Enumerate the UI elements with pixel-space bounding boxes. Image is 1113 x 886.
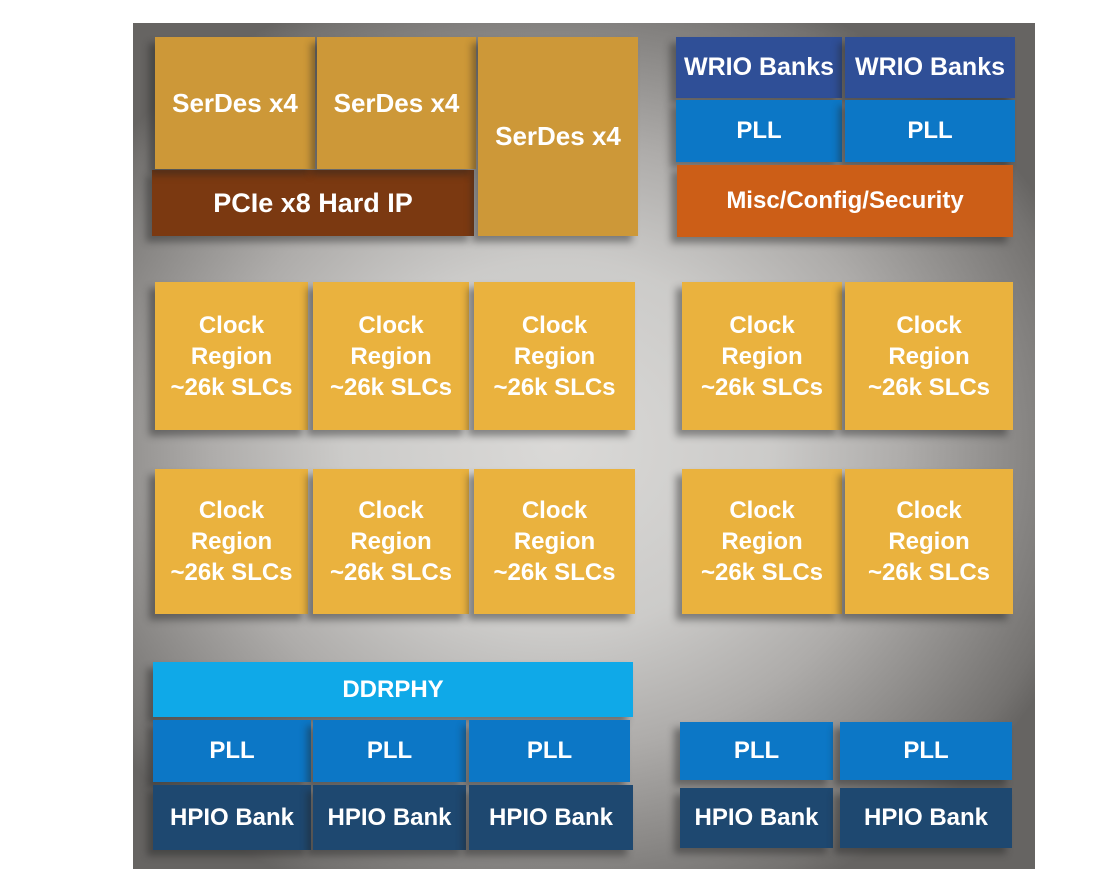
block-label: ~26k SLCs [867,559,991,586]
block-label: SerDes x4 [172,87,298,118]
block-label: PLL [736,117,782,144]
block-label: Clock [521,311,588,339]
block-label: HPIO Bank [327,803,452,831]
clock-region-block-left-r1c1: Clock Region ~26k SLCs [155,282,308,430]
block-label: HPIO Bank [488,803,614,831]
block-label: Region [190,342,273,370]
block-label: Region [721,528,803,555]
block-label: ~26k SLCs [329,373,453,401]
hpio-bank-block-bottom-left-1: HPIO Bank [153,785,311,850]
clock-region-block-left-r2c3: Clock Region ~26k SLCs [474,469,635,614]
block-label: ~26k SLCs [700,559,824,586]
block-label: Region [888,342,970,370]
block-label: PLL [366,737,413,764]
block-label: ~26k SLCs [329,559,453,586]
block-label: Region [888,528,970,555]
block-label: Region [350,528,432,555]
block-label: Region [350,342,432,370]
block-label: Clock [198,497,265,524]
serdes-block-2: SerDes x4 [317,37,476,169]
block-label: PLL [903,737,949,764]
ddrphy-block: DDRPHY [153,662,633,717]
block-label: ~26k SLCs [700,373,824,401]
block-label: Clock [896,497,962,524]
block-label: Clock [729,497,795,524]
pll-block-bottom-right-1: PLL [680,722,833,780]
clock-region-block-right-r1c2: Clock Region ~26k SLCs [845,282,1013,430]
block-label: PLL [733,737,780,764]
hpio-bank-block-bottom-left-3: HPIO Bank [469,785,633,850]
chip-floorplan-background: PCIe x8 Hard IP SerDes x4 SerDes x4 SerD… [133,23,1035,869]
misc-config-security-block: Misc/Config/Security [677,165,1013,237]
serdes-block-3: SerDes x4 [478,37,638,236]
block-label: PLL [209,737,255,764]
block-label: Region [513,528,596,555]
clock-region-block-right-r1c1: Clock Region ~26k SLCs [682,282,842,430]
block-label: SerDes x4 [333,87,460,118]
wrio-banks-block-2: WRIO Banks [845,37,1015,98]
pcie-hard-ip-block: PCIe x8 Hard IP [152,170,474,236]
clock-region-block-left-r1c2: Clock Region ~26k SLCs [313,282,469,430]
pll-block-bottom-right-2: PLL [840,722,1012,780]
pll-block-top-right-2: PLL [845,100,1015,162]
block-label: Clock [198,311,265,339]
block-label: PLL [907,117,953,144]
block-label: WRIO Banks [683,53,835,81]
block-label: ~26k SLCs [493,373,616,401]
block-label: Clock [896,311,962,339]
clock-region-block-right-r2c2: Clock Region ~26k SLCs [845,469,1013,614]
block-label: ~26k SLCs [493,559,616,586]
block-label: PLL [526,737,573,764]
block-label: HPIO Bank [169,803,295,831]
block-label: HPIO Bank [694,804,819,831]
pll-block-bottom-left-2: PLL [313,720,466,782]
block-label: Clock [358,497,424,524]
block-label: Clock [729,311,795,339]
block-label: HPIO Bank [863,804,989,831]
clock-region-block-left-r1c3: Clock Region ~26k SLCs [474,282,635,430]
block-label: Region [190,528,273,555]
block-label: Region [721,342,803,370]
block-label: Clock [358,311,424,339]
block-label: WRIO Banks [854,53,1006,81]
block-label: ~26k SLCs [867,373,991,401]
hpio-bank-block-bottom-left-2: HPIO Bank [313,785,466,850]
block-label: PCIe x8 Hard IP [213,187,413,218]
block-label: SerDes x4 [495,121,621,151]
pll-block-top-right-1: PLL [676,100,842,162]
hpio-bank-block-bottom-right-2: HPIO Bank [840,788,1012,848]
clock-region-block-left-r2c2: Clock Region ~26k SLCs [313,469,469,614]
block-label: ~26k SLCs [170,373,293,401]
wrio-banks-block-1: WRIO Banks [676,37,842,98]
block-label: ~26k SLCs [170,559,293,586]
hpio-bank-block-bottom-right-1: HPIO Bank [680,788,833,848]
block-label: Misc/Config/Security [726,187,964,214]
block-label: DDRPHY [342,675,444,703]
clock-region-block-left-r2c1: Clock Region ~26k SLCs [155,469,308,614]
pll-block-bottom-left-3: PLL [469,720,630,782]
clock-region-block-right-r2c1: Clock Region ~26k SLCs [682,469,842,614]
block-label: Region [513,342,596,370]
block-label: Clock [521,497,588,524]
pll-block-bottom-left-1: PLL [153,720,311,782]
serdes-block-1: SerDes x4 [155,37,315,169]
